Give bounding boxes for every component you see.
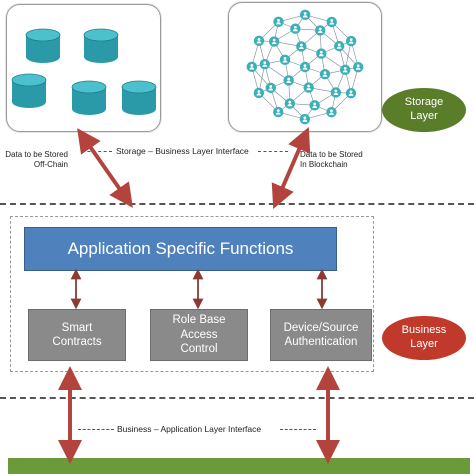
network-node-icon xyxy=(273,106,284,118)
business-layer-label: Business Layer xyxy=(401,324,447,350)
network-node-icon xyxy=(299,61,311,73)
network-node-icon xyxy=(283,75,294,86)
network-node-icon xyxy=(303,82,314,93)
blockchain-panel xyxy=(228,2,382,132)
network-node-icon xyxy=(330,87,342,98)
network-node-icon xyxy=(309,100,320,111)
network-node-icon xyxy=(334,40,345,52)
network-node-icon xyxy=(259,58,270,70)
network-node-icon xyxy=(290,23,301,34)
off-chain-caption: Data to be Stored Off-Chain xyxy=(5,150,68,169)
application-interface-dash-right xyxy=(280,429,316,430)
network-node-icon xyxy=(279,54,291,66)
business-application-separator xyxy=(0,397,474,399)
application-layer-bar xyxy=(8,458,470,474)
database-cluster-icon xyxy=(11,28,157,115)
storage-layer-label: Storage Layer xyxy=(404,96,444,122)
business-layer-badge: Business Layer xyxy=(382,316,466,360)
network-node-icon xyxy=(246,61,258,73)
network-node-icon xyxy=(273,16,284,27)
storage-business-interface-label: Storage – Business Layer Interface xyxy=(116,146,249,156)
device-source-authentication-label: Device/Source Authentication xyxy=(283,321,359,348)
database-cylinder-icon xyxy=(83,28,119,63)
network-node-icon xyxy=(345,87,357,99)
network-node-icon xyxy=(340,64,351,76)
network-node-icon xyxy=(284,98,296,109)
storage-interface-dash-right xyxy=(258,151,288,152)
network-node-icon xyxy=(299,9,311,21)
blockchain-caption: Data to be Stored In Blockchain xyxy=(300,150,363,169)
application-specific-functions-box: Application Specific Functions xyxy=(24,227,337,271)
application-specific-functions-label: Application Specific Functions xyxy=(67,239,294,258)
network-node-icon xyxy=(299,113,311,125)
database-cylinder-icon xyxy=(25,28,61,63)
network-node-icon xyxy=(316,48,327,59)
role-based-access-control-box: Role Base Access Control xyxy=(150,309,248,361)
blockchain-network-icon xyxy=(246,9,364,125)
database-cylinder-icon xyxy=(121,80,157,115)
database-cylinder-icon xyxy=(11,73,47,108)
smart-contracts-box: Smart Contracts xyxy=(28,309,126,361)
database-cylinder-icon xyxy=(71,80,107,115)
application-interface-dash-left xyxy=(78,429,114,430)
storage-business-separator xyxy=(0,203,474,205)
network-node-icon xyxy=(296,41,307,52)
network-node-icon xyxy=(253,35,265,47)
network-node-icon xyxy=(345,35,357,47)
storage-interface-dash-left xyxy=(82,151,112,152)
business-application-interface-label: Business – Application Layer Interface xyxy=(117,424,262,434)
network-node-icon xyxy=(326,107,337,118)
network-node-icon xyxy=(326,16,337,28)
network-node-icon xyxy=(319,68,331,80)
network-node-icon xyxy=(253,87,265,99)
smart-contracts-label: Smart Contracts xyxy=(52,321,102,348)
storage-layer-badge: Storage Layer xyxy=(382,88,466,132)
off-chain-storage-panel xyxy=(6,4,161,132)
network-node-icon xyxy=(268,36,280,47)
business-layer-container xyxy=(10,216,374,372)
network-node-icon xyxy=(352,61,364,73)
network-node-icon xyxy=(314,25,326,36)
role-based-access-control-label: Role Base Access Control xyxy=(172,314,226,356)
network-node-icon xyxy=(265,82,276,94)
device-source-authentication-box: Device/Source Authentication xyxy=(270,309,372,361)
